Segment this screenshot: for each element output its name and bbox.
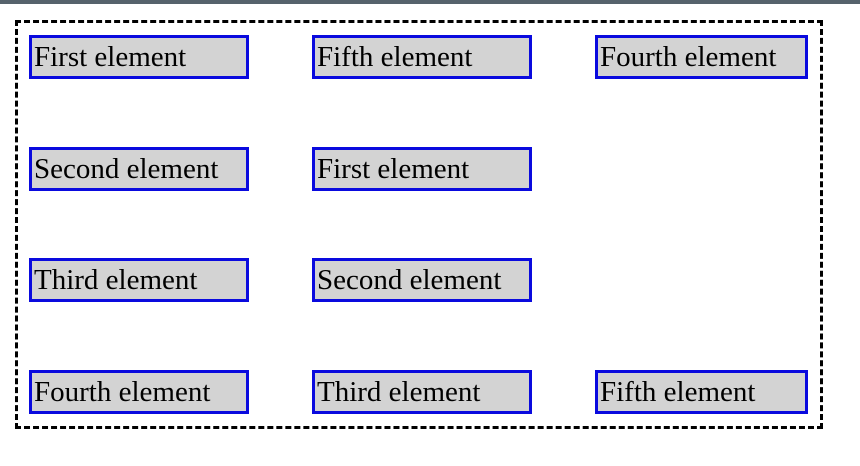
grid-item: First element (312, 147, 532, 191)
grid-item: Fourth element (595, 35, 808, 79)
grid-item: Second element (29, 147, 249, 191)
window-top-bar (0, 0, 860, 4)
grid-item: Third element (29, 258, 249, 302)
grid-item: Second element (312, 258, 532, 302)
grid-item: Fifth element (595, 370, 808, 414)
grid-item: Fourth element (29, 370, 249, 414)
grid-item: Fifth element (312, 35, 532, 79)
grid-item: First element (29, 35, 249, 79)
grid-item: Third element (312, 370, 532, 414)
grid-container: First element Second element Third eleme… (15, 20, 823, 429)
